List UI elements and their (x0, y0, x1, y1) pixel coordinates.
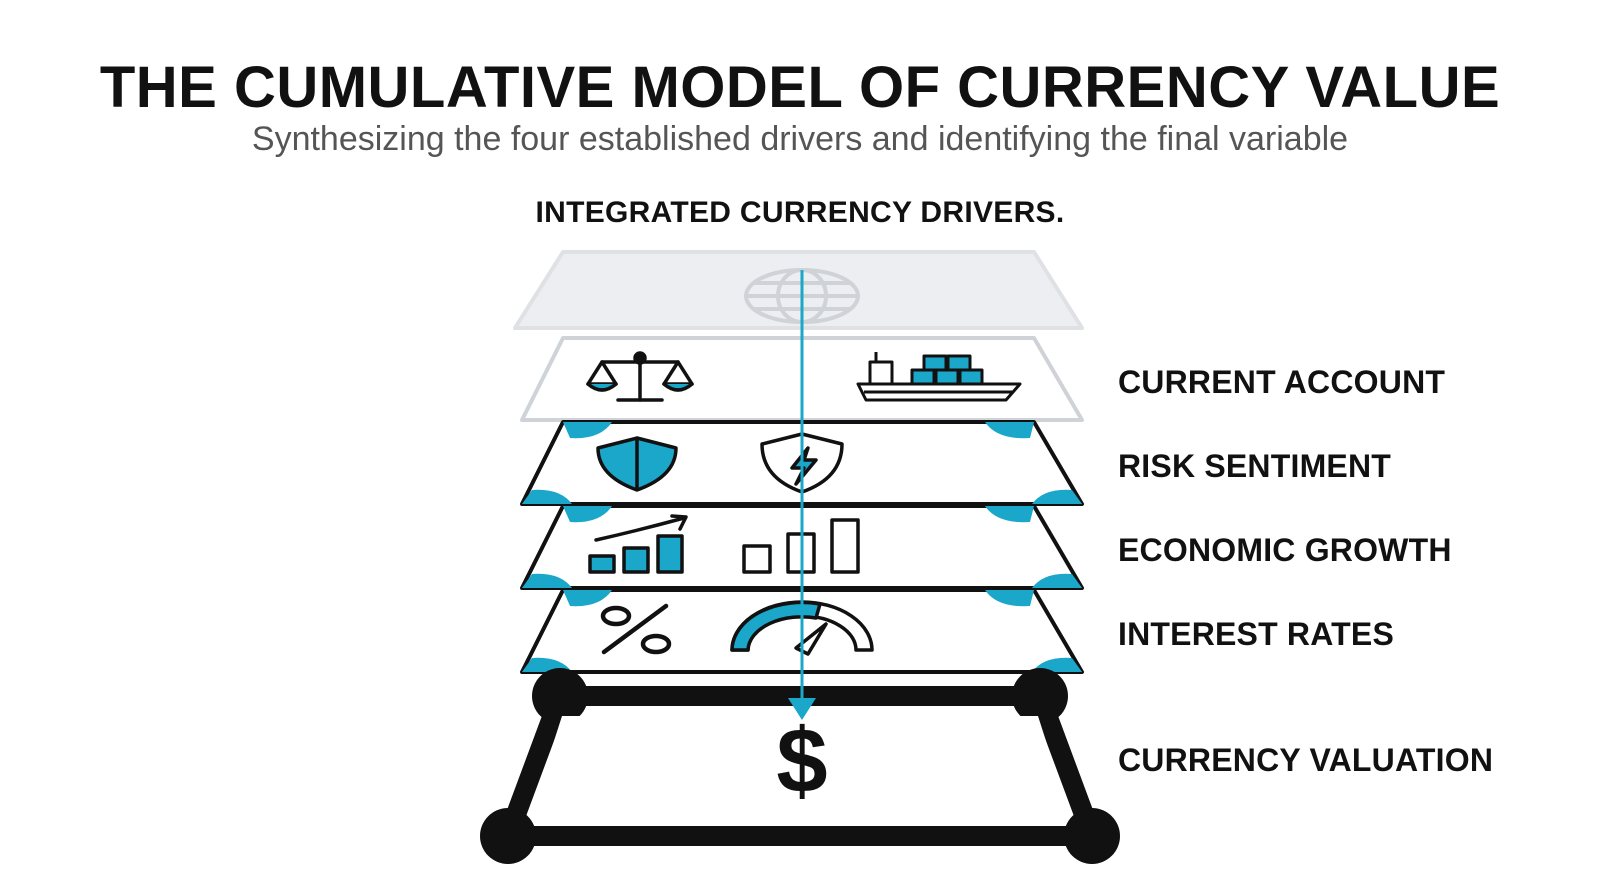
page-title: THE CUMULATIVE MODEL OF CURRENCY VALUE (99, 55, 1501, 120)
bar-chart-icon (742, 518, 860, 574)
flow-arrow (788, 270, 816, 720)
percent-icon (600, 603, 672, 655)
page-subtitle: Synthesizing the four established driver… (251, 120, 1349, 158)
banknote-icon: $ (480, 668, 1120, 864)
label-currency-valuation: CURRENCY VALUATION (1118, 742, 1494, 778)
gauge-icon (730, 600, 874, 656)
diagram-heading: INTEGRATED CURRENCY DRIVERS. (535, 196, 1065, 229)
label-risk-sentiment: RISK SENTIMENT (1118, 448, 1392, 484)
layer-global (513, 250, 1084, 330)
shield-icon (596, 436, 678, 492)
label-interest-rates: INTEREST RATES (1118, 616, 1395, 652)
label-economic-growth: ECONOMIC GROWTH (1118, 532, 1452, 568)
currency-symbol: $ (776, 710, 827, 812)
label-current-account: CURRENT ACCOUNT (1118, 364, 1446, 400)
growth-bar-chart-icon (588, 514, 688, 574)
balance-scale-icon (586, 351, 694, 402)
cargo-ship-icon (856, 352, 1022, 402)
